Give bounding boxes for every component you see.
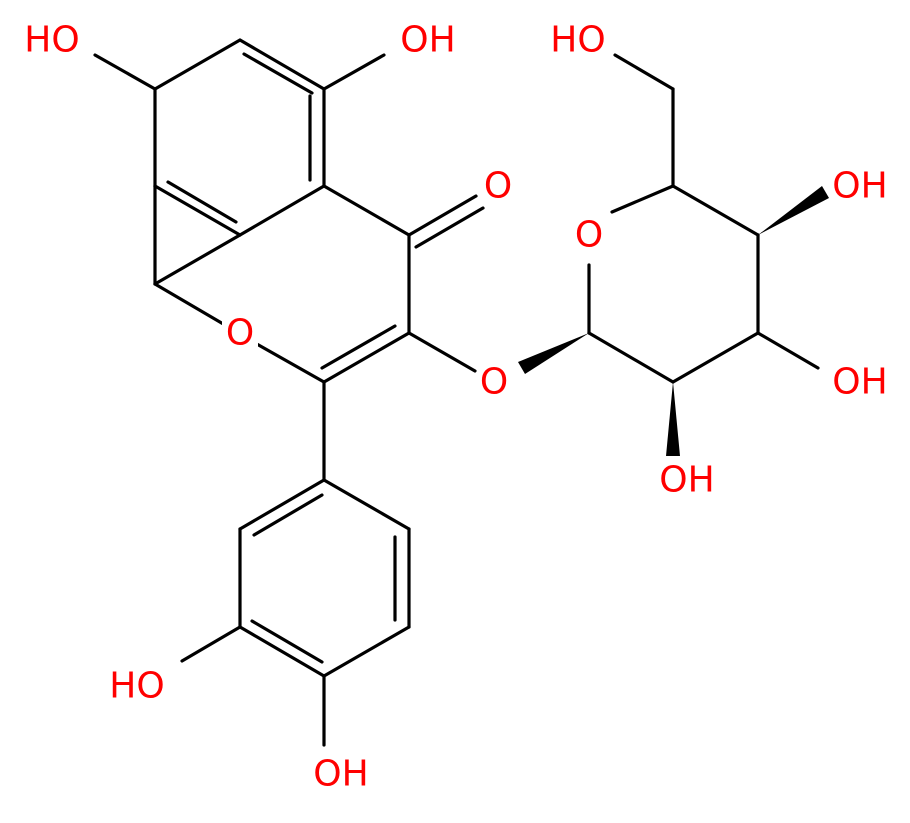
bond — [238, 478, 326, 531]
atom-oh-c2-sugar: OH — [659, 460, 714, 501]
bond — [166, 180, 238, 224]
atom-oh-c4-sugar: OH — [832, 166, 887, 207]
atom-oh-c4-prime: OH — [313, 754, 368, 795]
bond — [153, 282, 227, 327]
bond — [322, 625, 411, 678]
atom-o-carbonyl: O — [484, 166, 512, 207]
bond — [610, 184, 675, 214]
bond — [252, 493, 324, 537]
bond — [322, 184, 411, 237]
wedge-bond-c2s-oh — [666, 382, 680, 456]
bond — [671, 331, 760, 384]
bond — [238, 184, 326, 237]
bond-c3p-oh — [180, 625, 242, 663]
atom-ho-ch2: HO — [550, 20, 605, 61]
atom-oh-c5: OH — [400, 20, 455, 61]
wedge-bond-anomeric — [518, 333, 589, 374]
carbonyl-bond — [407, 194, 478, 237]
atom-o-sugar-ring: O — [575, 215, 603, 256]
bond — [238, 625, 326, 678]
bond-c3s-oh — [756, 331, 820, 370]
bond — [320, 324, 397, 370]
bond-c7-oh — [93, 53, 157, 91]
bond — [253, 341, 326, 384]
wedge-bond-c4s-oh — [758, 186, 829, 235]
ring-sugar — [587, 184, 760, 384]
ring-a — [153, 38, 326, 237]
bond-c3-o — [407, 331, 477, 373]
bond — [587, 331, 675, 384]
carbonyl-bond — [414, 206, 485, 249]
bond — [238, 38, 326, 91]
bond — [671, 184, 760, 237]
bond-c5-oh — [322, 53, 386, 91]
ring-b — [238, 380, 411, 678]
bond — [250, 619, 324, 664]
ring-c — [153, 184, 411, 384]
atom-o-glycosidic: O — [480, 362, 508, 403]
atom-oh-c3-sugar: OH — [832, 362, 887, 403]
bond — [153, 233, 242, 286]
bond — [153, 38, 242, 91]
bond-c6-oh — [613, 53, 675, 91]
bond — [242, 52, 314, 95]
atom-ho-c3-prime: HO — [109, 666, 164, 707]
atom-ho-c7: HO — [24, 20, 79, 61]
bond — [153, 184, 242, 237]
bond — [322, 478, 411, 531]
atom-label-group: HO OH O O O O HO OH OH OH HO OH — [24, 20, 887, 795]
bond — [322, 331, 411, 384]
atom-o-chromone-ring: O — [226, 313, 254, 354]
